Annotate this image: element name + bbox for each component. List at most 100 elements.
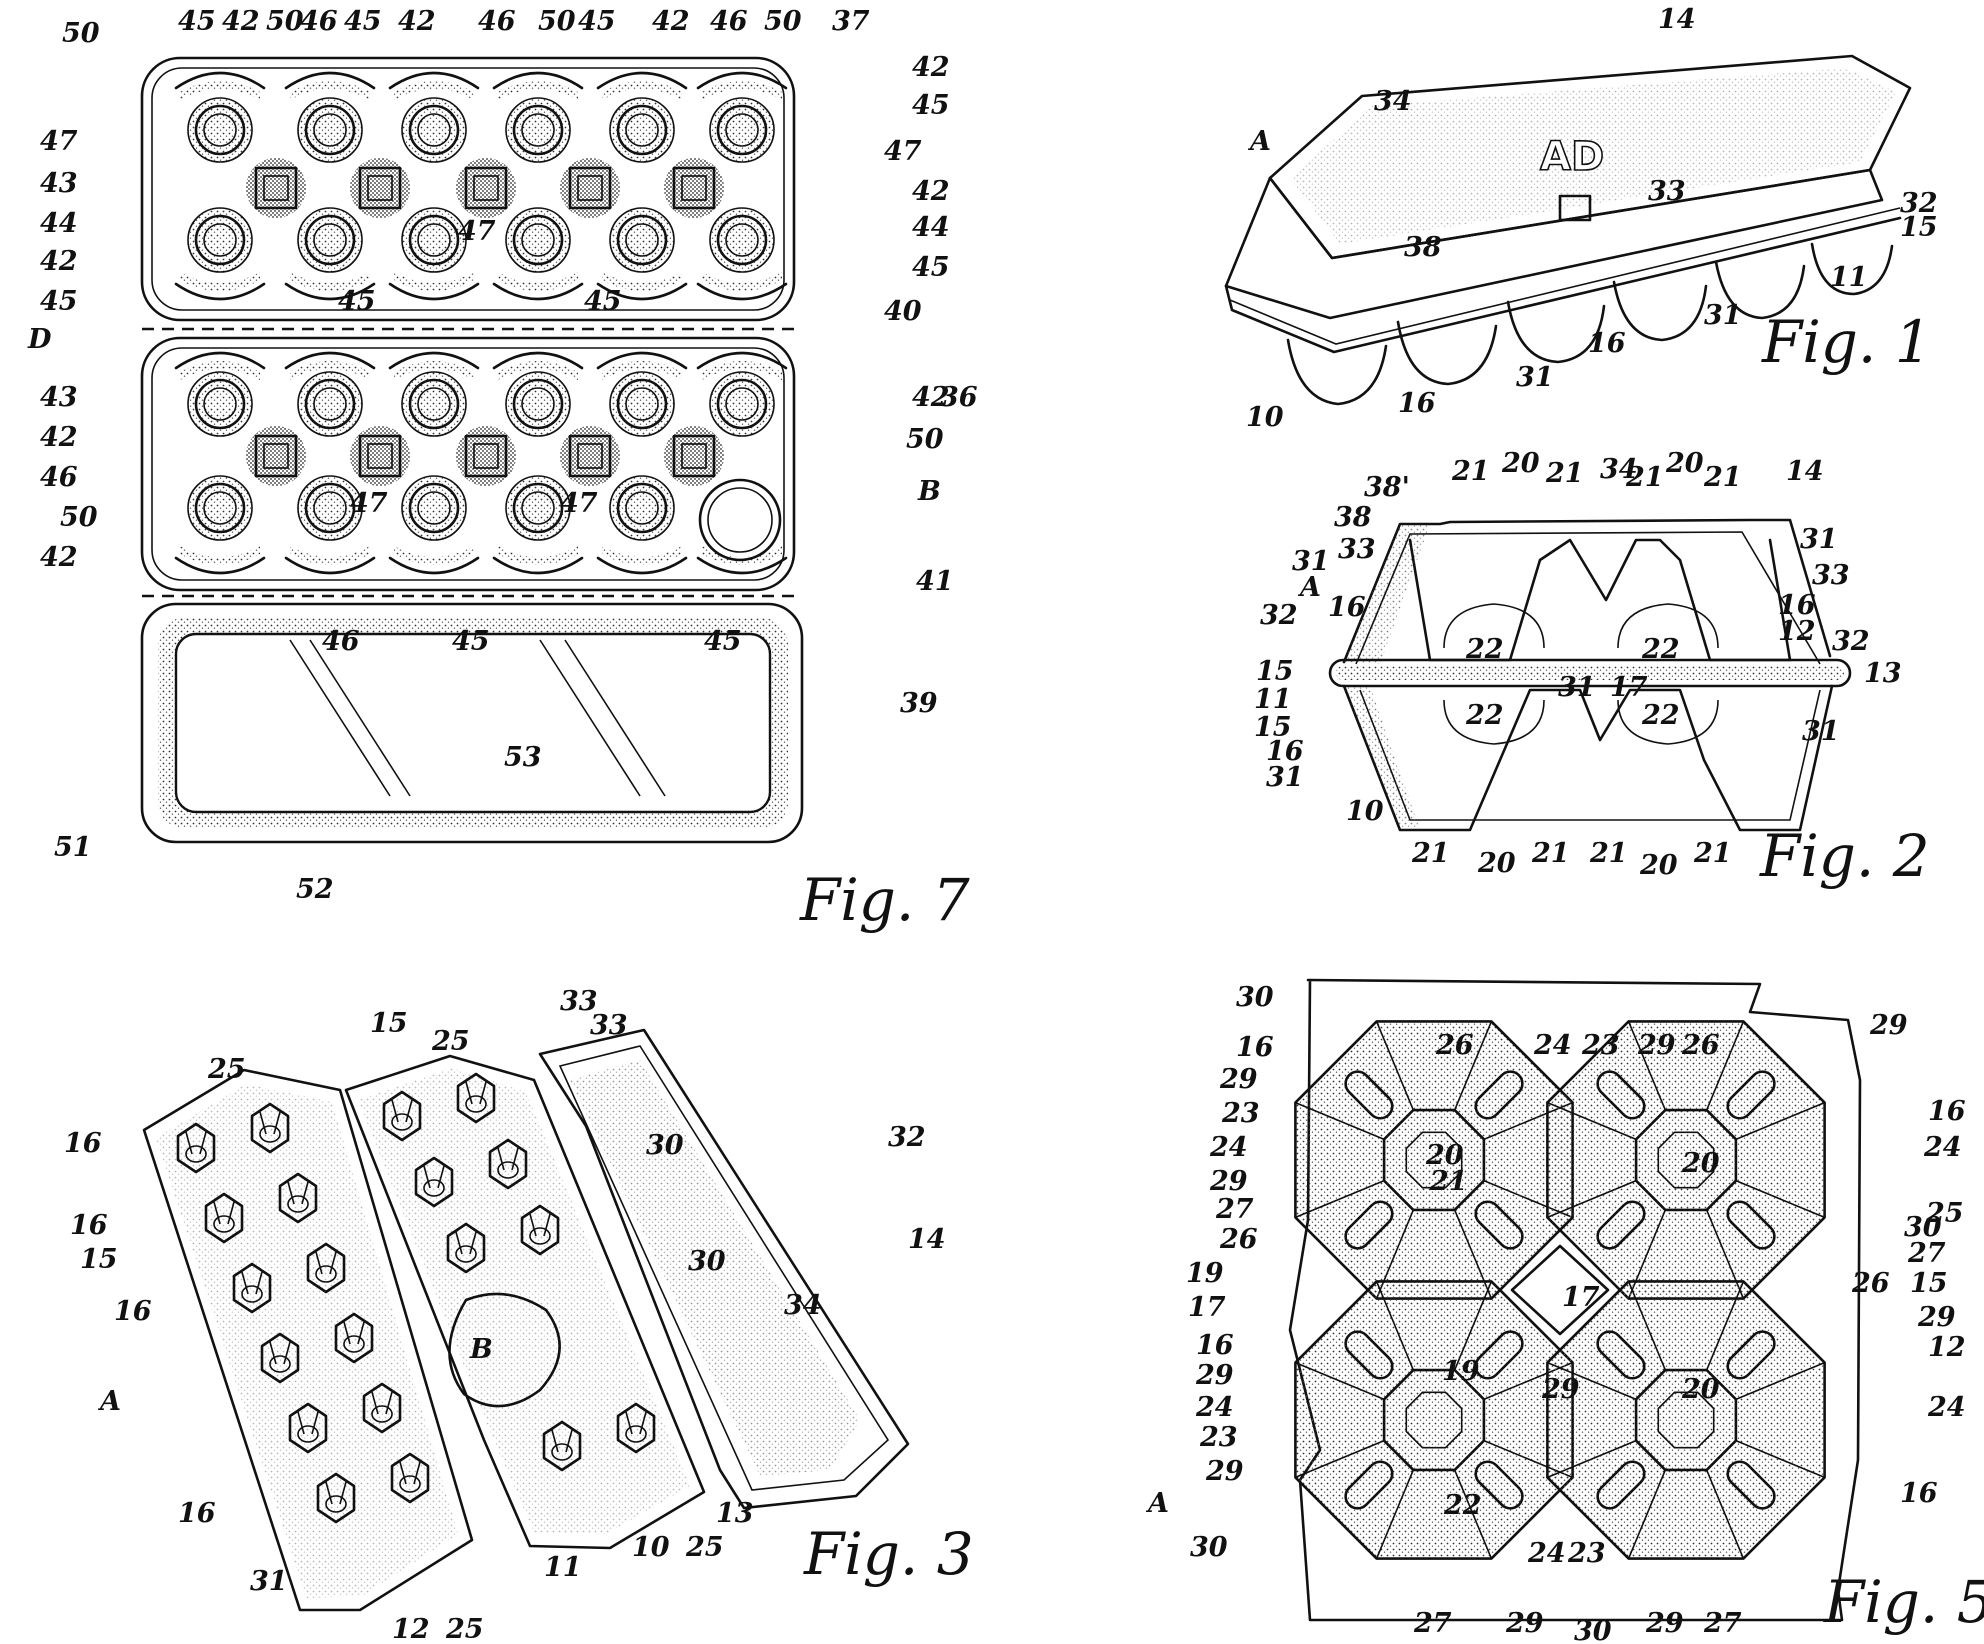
fig1-label: 11 <box>1830 262 1868 293</box>
fig7-label: 42 <box>912 382 950 413</box>
fig2-label: 21 <box>1625 462 1664 493</box>
fig5-label: 27 <box>1907 1238 1946 1269</box>
fig1-label: 16 <box>1398 388 1436 419</box>
fig3-drawing <box>142 1028 910 1612</box>
fig5-label: A <box>1145 1488 1169 1519</box>
fig1-label: 34 <box>1374 86 1412 117</box>
fig2-label: 31 <box>1558 672 1596 703</box>
fig5-label: 26 <box>1851 1268 1890 1299</box>
fig2-label: 33 <box>1812 560 1850 591</box>
fig7-label: 50 <box>906 424 944 455</box>
fig5-label: 16 <box>1196 1330 1234 1361</box>
fig7-label: 45 <box>452 626 490 657</box>
fig5-label: 24 <box>1533 1030 1572 1061</box>
fig5-label: 17 <box>1188 1292 1226 1323</box>
fig7-label: 46 <box>300 6 338 37</box>
fig2-label: A <box>1297 572 1321 603</box>
fig5-label: 20 <box>1681 1148 1720 1179</box>
fig3-label: 25 <box>431 1026 470 1057</box>
fig1-label: 16 <box>1588 328 1626 359</box>
fig1-label: 33 <box>1648 176 1686 207</box>
fig7-label: 42 <box>912 52 950 83</box>
fig3-caption: Fig. 3 <box>803 1520 974 1588</box>
fig7-label: 45 <box>578 6 616 37</box>
fig3-label: 16 <box>178 1498 216 1529</box>
fig3-label: 13 <box>716 1498 754 1529</box>
fig3-label: 30 <box>646 1130 684 1161</box>
fig2-label: 16 <box>1328 592 1366 623</box>
fig5-label: 23 <box>1221 1098 1260 1129</box>
fig5-label: 29 <box>1637 1030 1676 1061</box>
fig5-label: 27 <box>1215 1194 1254 1225</box>
fig7-label: D <box>27 324 52 355</box>
fig1-label: 32 <box>1900 188 1938 219</box>
fig1-label: 31 <box>1516 362 1554 393</box>
fig5-label: 27 <box>1413 1608 1452 1639</box>
fig5-label: 30 <box>1904 1212 1942 1243</box>
fig2-label: 20 <box>1639 850 1678 881</box>
fig3-label: 31 <box>250 1566 288 1597</box>
fig2-label: 38' <box>1364 472 1410 503</box>
fig2-label: 14 <box>1786 456 1824 487</box>
fig3-label: 32 <box>888 1122 926 1153</box>
fig2-label: 11 <box>1254 684 1292 715</box>
fig5-label: 25 <box>1925 1198 1964 1229</box>
fig7-label: 45 <box>584 286 622 317</box>
fig3-label: 14 <box>908 1224 946 1255</box>
fig3-label: B <box>469 1334 493 1365</box>
fig7-label: 50 <box>764 6 802 37</box>
fig5-caption: Fig. 5 <box>1823 1568 1984 1636</box>
fig3-label: 34 <box>784 1290 822 1321</box>
fig2-label: 31 <box>1292 546 1330 577</box>
fig7-label: 47 <box>40 126 78 157</box>
fig2-label: 22 <box>1641 700 1680 731</box>
fig7-label: 45 <box>912 90 950 121</box>
fig7-label: 51 <box>54 832 92 863</box>
fig5-label: 26 <box>1435 1030 1474 1061</box>
fig1-label: 38 <box>1404 232 1442 263</box>
fig1-drawing: AD <box>1224 54 1912 406</box>
fig2-label: 32 <box>1260 600 1298 631</box>
fig7-label: 42 <box>40 422 78 453</box>
fig7-label: 42 <box>398 6 436 37</box>
fig2-label: 33 <box>1338 534 1376 565</box>
fig5-label: 19 <box>1186 1258 1224 1289</box>
fig7-label: 47 <box>560 488 598 519</box>
fig7-label: 44 <box>40 208 78 239</box>
fig5-label: 29 <box>1541 1374 1580 1405</box>
fig7-label: 44 <box>912 212 950 243</box>
fig5-label: 23 <box>1567 1538 1606 1569</box>
fig5-label: 26 <box>1681 1030 1720 1061</box>
fig5-label: 30 <box>1190 1532 1228 1563</box>
fig7-caption: Fig. 7 <box>799 866 970 934</box>
fig2-label: 21 <box>1531 838 1570 869</box>
fig7-label: 45 <box>338 286 376 317</box>
fig7-label: 43 <box>40 168 78 199</box>
fig5-label: 24 <box>1209 1132 1248 1163</box>
fig5-drawing <box>1288 978 1862 1622</box>
fig2-label: 21 <box>1545 458 1584 489</box>
fig1-label: 15 <box>1900 212 1938 243</box>
fig3-label: 25 <box>207 1054 246 1085</box>
fig2-label: 31 <box>1800 524 1838 555</box>
fig3-label: 25 <box>685 1532 724 1563</box>
fig5-label: 29 <box>1645 1608 1684 1639</box>
fig7-label: 46 <box>322 626 360 657</box>
fig2-label: 20 <box>1501 448 1540 479</box>
fig7-label: 50 <box>60 502 98 533</box>
fig3-label: 16 <box>70 1210 108 1241</box>
fig3-label: 25 <box>445 1614 484 1644</box>
fig7-label: 37 <box>832 6 870 37</box>
fig7-label: 46 <box>478 6 516 37</box>
fig5-label: 15 <box>1910 1268 1948 1299</box>
fig2-label: 21 <box>1693 838 1732 869</box>
fig5-label: 20 <box>1425 1140 1464 1171</box>
fig7-label: 45 <box>40 286 78 317</box>
fig5-label: 12 <box>1928 1332 1966 1363</box>
fig2-label: 34 <box>1600 454 1638 485</box>
carton-logo-ad: AD <box>1540 134 1604 180</box>
fig2-caption: Fig. 2 <box>1759 822 1930 890</box>
fig7-label: B <box>917 476 941 507</box>
fig2-label: 20 <box>1665 448 1704 479</box>
fig5-label: 24 <box>1527 1538 1566 1569</box>
